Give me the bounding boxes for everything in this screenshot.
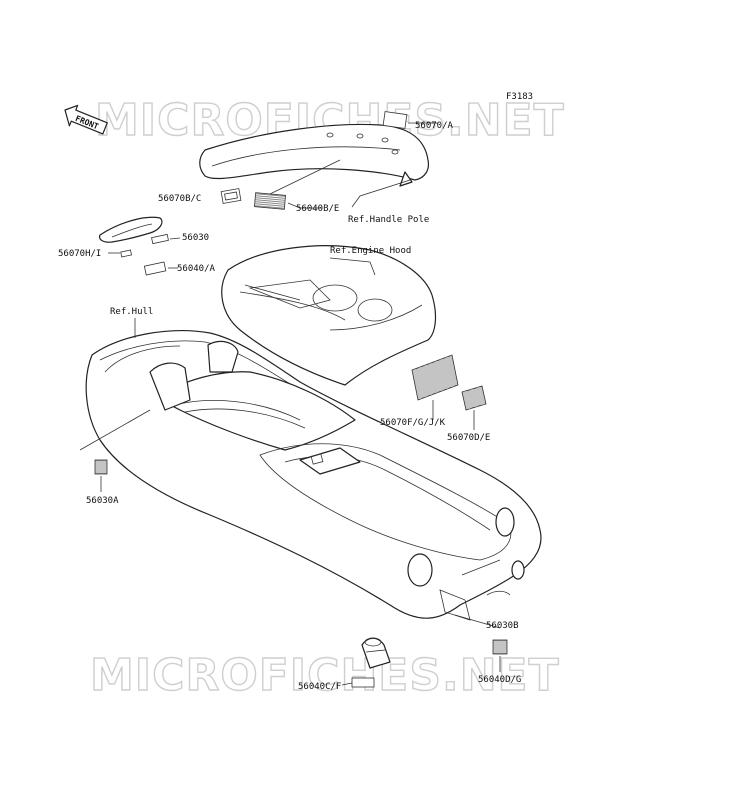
hull [85,330,542,621]
watermark-bottom: MICROFICHES.NET [90,650,560,701]
decal-56040a [143,261,167,276]
label-56040be: 56040B/E [296,204,339,214]
label-56040cf: 56040C/F [298,682,341,692]
bellows-part [361,637,391,669]
decal-56040cf [351,677,375,688]
label-56070hi: 56070H/I [58,249,101,259]
label-56030b: 56030B [486,621,519,631]
label-ref-handle-pole: Ref.Handle Pole [348,215,429,225]
label-ref-engine-hood: Ref.Engine Hood [330,246,411,256]
figure-code: F3183 [506,92,533,102]
strap-56030b [486,590,511,596]
handle-pole [199,123,430,187]
label-56030a: 56030A [86,496,119,506]
decal-56030a [94,459,108,475]
engine-hood [221,245,437,386]
decal-56070a [382,111,408,129]
decal-56070fgjk [411,354,459,401]
label-56070a: 56070/A [415,121,454,131]
label-56040dg: 56040D/G [478,675,521,685]
decal-56040dg [492,639,508,655]
label-56070fgjk: 56070F/G/J/K [380,418,446,428]
small-cover-part [99,216,163,243]
decal-56070de [461,385,487,411]
label-ref-hull: Ref.Hull [110,307,153,317]
decal-56070hi [120,249,132,258]
label-56040a: 56040/A [177,264,216,274]
decal-56030 [151,233,169,245]
label-56030: 56030 [182,233,209,243]
label-56070bc: 56070B/C [158,194,201,204]
label-56070de: 56070D/E [447,433,490,443]
decal-56040be [254,192,286,210]
